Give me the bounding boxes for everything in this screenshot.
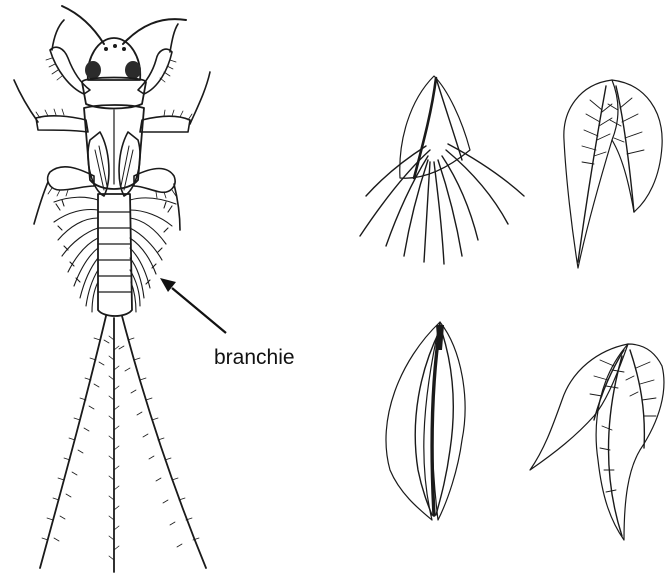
right-midleg [140, 116, 190, 132]
left-hindleg [48, 167, 94, 190]
abdomen-segments [98, 212, 132, 292]
gill-detail-leaflets-bottom [530, 344, 664, 540]
right-eye [125, 61, 141, 79]
annotation-arrow [160, 278, 226, 333]
left-foreleg [50, 47, 90, 94]
left-midleg [36, 116, 88, 132]
right-hindleg [134, 168, 175, 192]
gills-left [54, 197, 98, 312]
left-eye [85, 61, 101, 79]
gill-detail-filamentous [360, 76, 524, 264]
mayfly-larva-drawing [14, 6, 226, 572]
gill-detail-leaflets-top [564, 80, 662, 268]
left-antenna [62, 6, 104, 44]
gill-label: branchie [214, 346, 295, 370]
cerci-bristles [42, 336, 199, 560]
cerci [40, 316, 206, 572]
pronotum [82, 78, 146, 109]
gill-detail-lanceolate [386, 322, 465, 520]
right-foreleg [138, 49, 172, 94]
gills-right [130, 198, 176, 312]
right-antenna [123, 19, 186, 44]
